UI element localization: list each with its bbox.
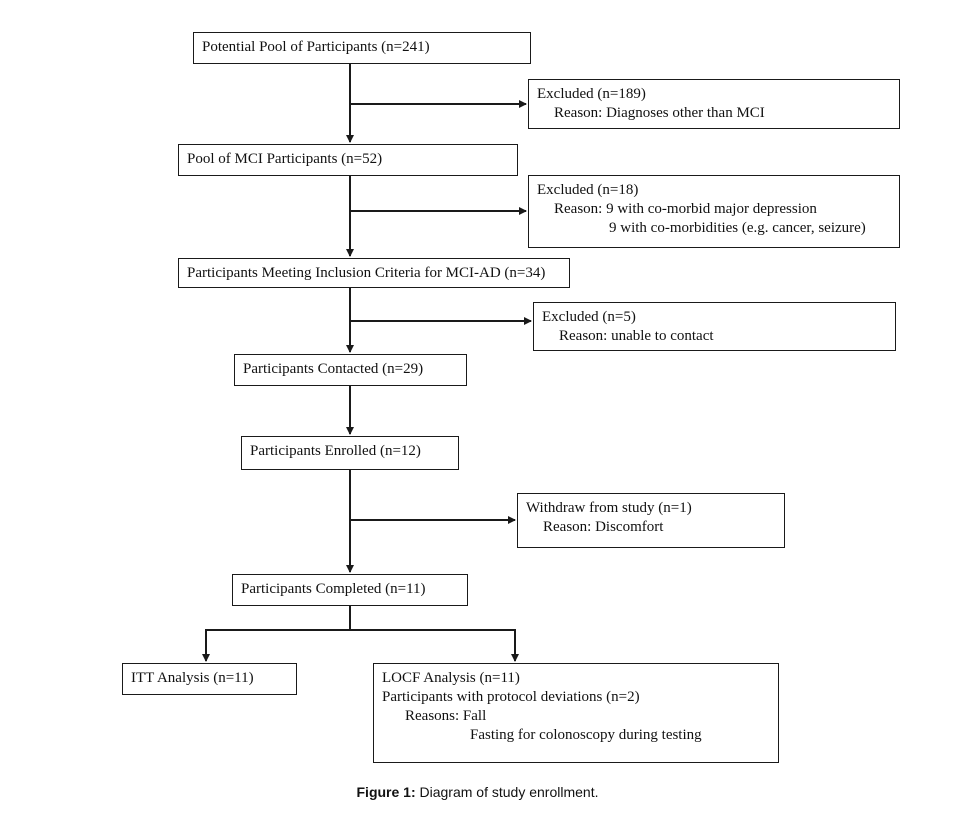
enrolled-label: Participants Enrolled (n=12)	[250, 443, 421, 459]
excluded-1-reason: Reason: Diagnoses other than MCI	[554, 105, 765, 121]
contacted-box: Participants Contacted (n=29)	[234, 354, 467, 386]
mci-pool-box: Pool of MCI Participants (n=52)	[178, 144, 518, 176]
withdraw-reason: Reason: Discomfort	[543, 519, 664, 535]
locf-box: LOCF Analysis (n=11) Participants with p…	[373, 663, 779, 763]
inclusion-label: Participants Meeting Inclusion Criteria …	[187, 265, 546, 281]
potential-pool-box: Potential Pool of Participants (n=241)	[193, 32, 531, 64]
itt-box: ITT Analysis (n=11)	[122, 663, 297, 695]
inclusion-box: Participants Meeting Inclusion Criteria …	[178, 258, 570, 288]
figure-caption: Figure 1: Diagram of study enrollment.	[0, 784, 955, 800]
withdraw-box: Withdraw from study (n=1) Reason: Discom…	[517, 493, 785, 548]
potential-pool-label: Potential Pool of Participants (n=241)	[202, 39, 430, 55]
excluded-1-title: Excluded (n=189)	[537, 86, 646, 102]
excluded-1-box: Excluded (n=189) Reason: Diagnoses other…	[528, 79, 900, 129]
excluded-3-box: Excluded (n=5) Reason: unable to contact	[533, 302, 896, 351]
contacted-label: Participants Contacted (n=29)	[243, 361, 424, 377]
excluded-2-box: Excluded (n=18) Reason: 9 with co-morbid…	[528, 175, 900, 248]
caption-text: Diagram of study enrollment.	[415, 784, 599, 800]
completed-box: Participants Completed (n=11)	[232, 574, 468, 606]
itt-label: ITT Analysis (n=11)	[131, 670, 254, 686]
excluded-3-reason: Reason: unable to contact	[559, 328, 714, 344]
completed-label: Participants Completed (n=11)	[241, 581, 426, 597]
locf-reasons: Reasons: Fall	[405, 708, 487, 724]
locf-reasons-cont: Fasting for colonoscopy during testing	[470, 727, 702, 743]
enrolled-box: Participants Enrolled (n=12)	[241, 436, 459, 470]
caption-label: Figure 1:	[356, 784, 416, 800]
excluded-2-reason: Reason: 9 with co-morbid major depressio…	[554, 201, 817, 217]
withdraw-title: Withdraw from study (n=1)	[526, 500, 692, 516]
locf-title: LOCF Analysis (n=11)	[382, 670, 520, 686]
excluded-3-title: Excluded (n=5)	[542, 309, 636, 325]
locf-deviations: Participants with protocol deviations (n…	[382, 689, 640, 705]
excluded-2-title: Excluded (n=18)	[537, 182, 639, 198]
mci-pool-label: Pool of MCI Participants (n=52)	[187, 151, 383, 167]
excluded-2-reason-cont: 9 with co-morbidities (e.g. cancer, seiz…	[609, 220, 866, 236]
